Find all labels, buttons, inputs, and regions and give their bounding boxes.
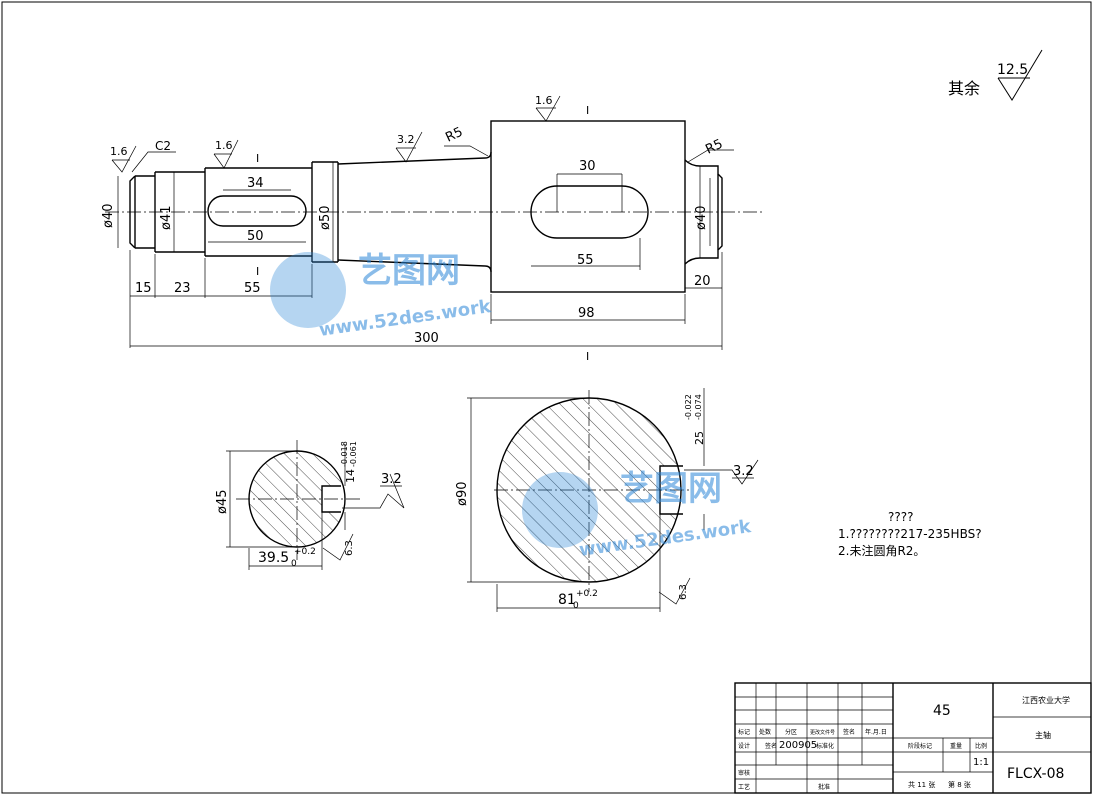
dim-d40-right: ø40: [694, 206, 709, 231]
section-b-view: ø90 81 0 +0.2 25 -0.022 -0.074 3.2 6.3: [455, 388, 759, 612]
dim-sec-a-depth-sup: +0.2: [294, 547, 316, 557]
roughness-sec-b-side: 6.3: [658, 577, 691, 605]
shaft-main-view: I I I I ø40 ø41 ø50 ø40 34 50 30 55 15 2…: [101, 94, 765, 363]
dim-key-34: 34: [247, 176, 264, 191]
roughness-keyway-left: 1.6: [213, 139, 239, 169]
roughness-sec-a-side: 6.3: [322, 533, 355, 561]
dim-len-23: 23: [174, 281, 191, 296]
dim-sec-a-depth-sub: 0: [291, 559, 297, 569]
watermark-brand-left: 艺图网: [358, 251, 460, 291]
section-mark-right-top: I: [586, 104, 589, 117]
dim-len-98: 98: [578, 306, 595, 321]
svg-text:6.3: 6.3: [678, 584, 689, 600]
dim-sec-a-depth: 39.5: [258, 550, 289, 566]
tb-part-name: 主轴: [1035, 730, 1051, 740]
tb-approve: 批准: [818, 783, 830, 791]
roughness-other: 其余 12.5: [948, 49, 1043, 101]
dim-key-55-right: 55: [577, 253, 594, 268]
dim-sec-a-width-tol-low: -0.061: [349, 441, 358, 467]
tb-date: 200905: [779, 740, 817, 751]
dim-sec-b-width: 25: [693, 431, 706, 445]
roughness-sec-a-key: 3.2: [342, 472, 405, 509]
tb-row-label-1: 处数: [759, 728, 771, 736]
notes-line-1: 1.????????217-235HBS?: [838, 527, 982, 541]
tb-stage-mark: 阶段标记: [908, 742, 932, 750]
dim-sec-b-depth: 81: [558, 592, 576, 608]
dim-sec-b-width-tol-low: -0.074: [694, 394, 703, 420]
tb-row-label-3: 更改文件号: [810, 729, 835, 736]
tb-process: 工艺: [738, 783, 750, 791]
tb-sheet-total: 共 11 张: [908, 780, 935, 789]
tb-scale: 1:1: [973, 757, 989, 768]
notes-line-2: 2.未注圆角R2。: [838, 543, 925, 558]
roughness-sec-b-key: 3.2: [684, 459, 759, 485]
section-a-view: ø45 39.5 0 +0.2 14 -0.018 -0.061 3.2 6.3: [215, 440, 405, 570]
dim-len-20: 20: [694, 274, 711, 289]
roughness-left-end: 1.6: [110, 145, 137, 173]
svg-text:3.2: 3.2: [397, 133, 415, 146]
label-fillet-left: R5: [443, 125, 465, 146]
svg-text:3.2: 3.2: [381, 472, 402, 487]
watermark-left: 艺图网 www.52des.work: [270, 251, 493, 341]
dim-sec-b-dia: ø90: [455, 482, 470, 507]
dim-key-30: 30: [579, 159, 596, 174]
roughness-taper: 3.2: [395, 131, 423, 163]
tb-material: 45: [933, 703, 951, 719]
svg-text:6.3: 6.3: [344, 540, 355, 556]
dim-d41: ø41: [159, 206, 174, 231]
tb-sheet-no: 第 8 张: [948, 780, 971, 789]
tb-university: 江西农业大学: [1022, 695, 1070, 705]
tb-standard: 标准化: [816, 742, 834, 750]
dim-sec-b-depth-sup: +0.2: [576, 589, 598, 599]
tb-name-col: 签名: [765, 742, 777, 750]
section-mark-left-top: I: [256, 152, 259, 165]
section-mark-left-bottom: I: [256, 265, 259, 278]
watermark-globe-icon-2: [522, 472, 598, 548]
tb-weight: 重量: [950, 742, 962, 750]
roughness-other-label: 其余: [948, 79, 980, 98]
tb-drawing-no: FLCX-08: [1007, 766, 1064, 782]
title-block: 45 江西农业大学 主轴 FLCX-08 1:1 阶段标记 重量 比例 共 11…: [734, 682, 1092, 794]
tb-row-label-2: 分区: [785, 728, 797, 736]
dim-sec-b-width-tol-up: -0.022: [684, 394, 693, 420]
dim-len-15: 15: [135, 281, 152, 296]
dim-total-300: 300: [414, 331, 439, 346]
tb-check: 审核: [738, 769, 750, 777]
svg-text:3.2: 3.2: [733, 464, 754, 479]
dim-key-50: 50: [247, 229, 264, 244]
watermark-url-left: www.52des.work: [318, 296, 493, 341]
roughness-block-top: 1.6: [535, 94, 561, 122]
watermark-brand-right: 艺图网: [620, 469, 722, 509]
dim-d50: ø50: [318, 206, 333, 231]
section-mark-right-bottom: I: [586, 350, 589, 363]
roughness-other-value: 12.5: [997, 62, 1028, 78]
technical-notes: ???? 1.????????217-235HBS? 2.未注圆角R2。: [838, 510, 982, 558]
dim-sec-b-depth-sub: 0: [573, 601, 579, 611]
label-fillet-right: R5: [703, 137, 725, 158]
watermark-globe-icon: [270, 252, 346, 328]
tb-row-label-5: 年.月.日: [865, 728, 887, 736]
watermark-right: 艺图网 www.52des.work: [522, 469, 753, 561]
dim-sec-a-width-tol-up: -0.018: [340, 441, 349, 467]
tb-design: 设计: [738, 742, 750, 750]
notes-heading: ????: [888, 510, 913, 524]
dim-d40-left: ø40: [101, 204, 116, 229]
dim-len-55: 55: [244, 281, 261, 296]
svg-text:1.6: 1.6: [535, 94, 553, 107]
svg-text:1.6: 1.6: [215, 139, 233, 152]
svg-text:1.6: 1.6: [110, 145, 128, 158]
tb-row-label-4: 签名: [843, 728, 855, 736]
dim-sec-a-dia: ø45: [215, 490, 230, 515]
tb-ratio: 比例: [975, 742, 987, 750]
tb-row-label-0: 标记: [738, 728, 750, 736]
label-chamfer-c2: C2: [155, 139, 171, 153]
dim-sec-a-width: 14: [344, 469, 357, 483]
